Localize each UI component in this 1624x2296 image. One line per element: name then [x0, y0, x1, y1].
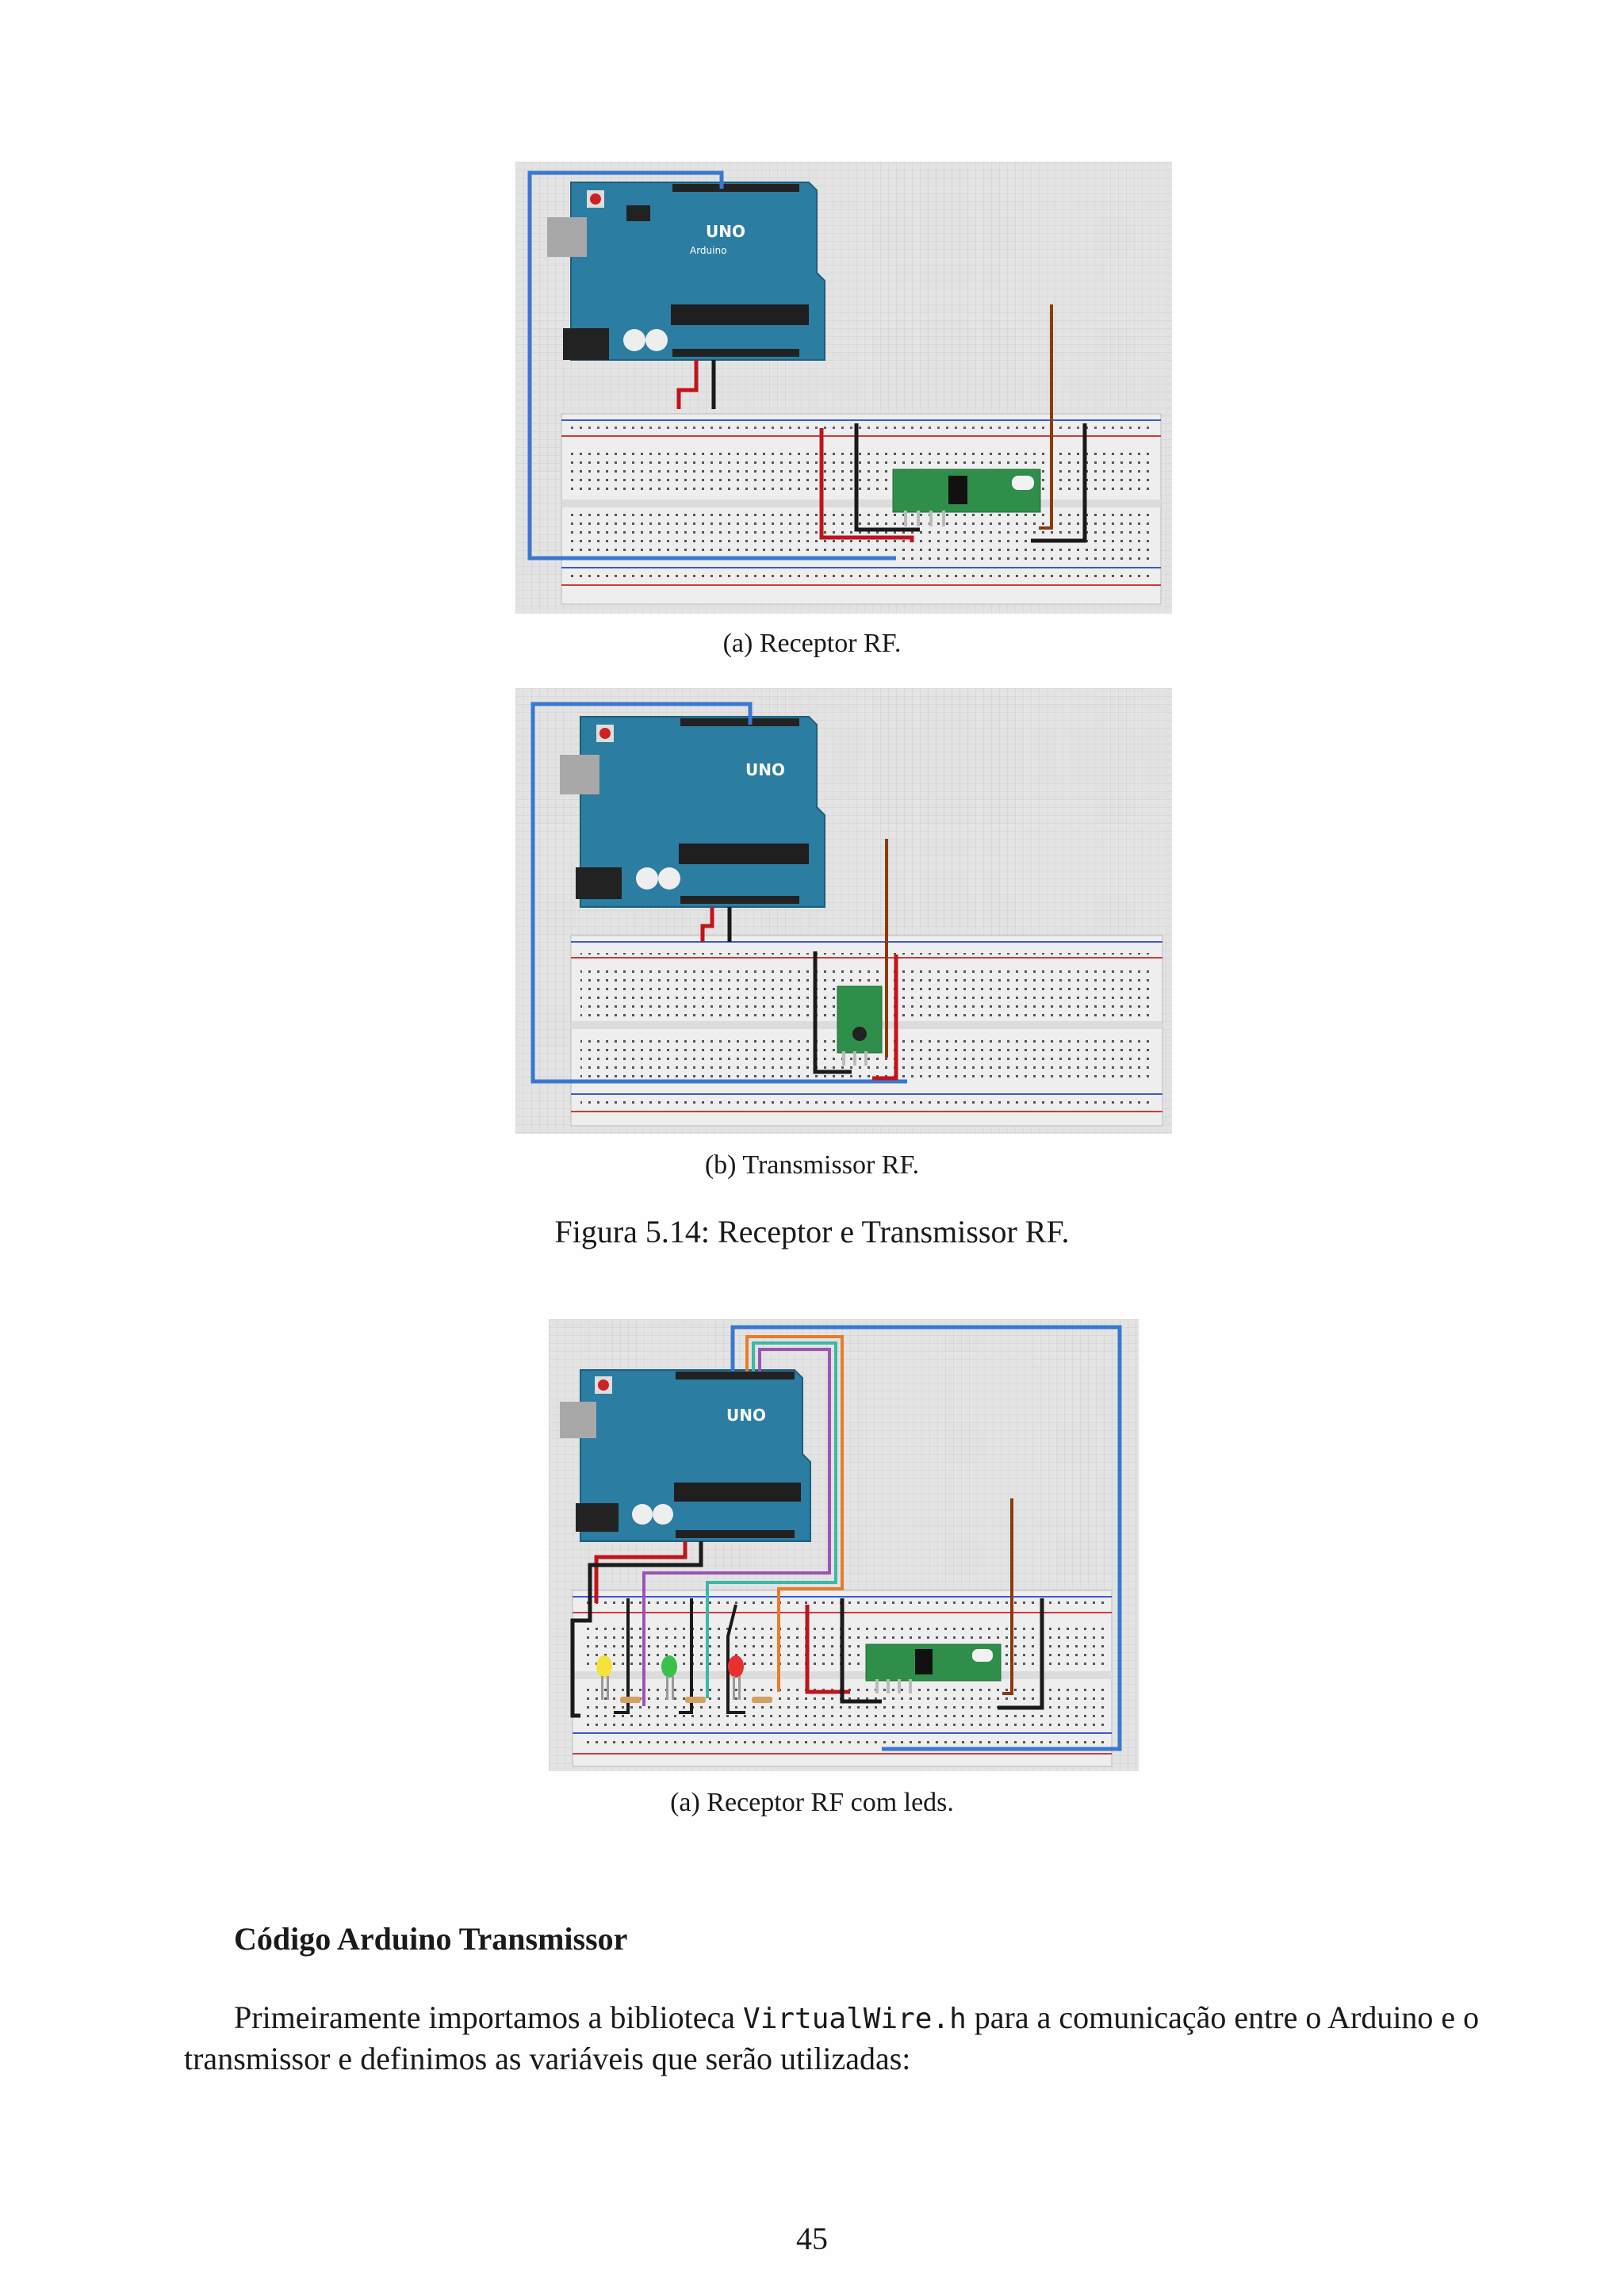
rf-transmitter-module — [837, 985, 883, 1066]
black-wire-2 — [854, 423, 920, 532]
orange-wire — [745, 1335, 844, 1692]
figure-receptor-rf-leds: UNO — [549, 1319, 1139, 1771]
svg-text:UNO: UNO — [726, 1406, 766, 1425]
receptor-leds-breadboard-diagram: UNO — [549, 1319, 1139, 1771]
arduino-uno-board: UNO — [560, 1369, 811, 1542]
body-paragraph: Primeiramente importamos a biblioteca Vi… — [184, 1998, 1500, 2079]
section-heading: Código Arduino Transmissor — [234, 1921, 628, 1957]
black-wire-3 — [998, 1598, 1044, 1710]
red-wire-2 — [819, 428, 914, 542]
black-wire — [570, 1541, 703, 1718]
black-wire-2 — [813, 951, 852, 1074]
red-wire — [594, 1541, 688, 1603]
red-wire-2 — [872, 955, 898, 1081]
svg-text:UNO: UNO — [706, 222, 745, 241]
black-wire-3 — [1031, 423, 1087, 543]
red-wire — [676, 360, 699, 409]
led-yellow — [596, 1655, 641, 1703]
receptor-breadboard-diagram: UNO Arduino — [515, 162, 1172, 614]
arduino-uno-board: UNO — [560, 716, 825, 908]
black-wire-led-3 — [726, 1604, 745, 1714]
subcaption-c: (a) Receptor RF com leds. — [670, 1788, 954, 1817]
purple-wire — [642, 1348, 831, 1706]
black-wire-led-1 — [614, 1598, 630, 1714]
black-wire-2 — [840, 1598, 882, 1704]
rf-receiver-module — [892, 469, 1041, 526]
figure-caption: Figura 5.14: Receptor e Transmissor RF. — [554, 1214, 1070, 1249]
rf-receiver-module — [865, 1644, 1002, 1693]
arduino-uno-board: UNO Arduino — [547, 182, 825, 361]
subcaption-a: (a) Receptor RF. — [722, 629, 902, 658]
red-wire-2 — [805, 1605, 850, 1694]
figure-transmissor-rf: UNO — [515, 688, 1172, 1134]
figure-receptor-rf: UNO Arduino — [515, 162, 1172, 614]
blue-wire — [730, 1325, 1122, 1751]
para-text-1: Primeiramente importamos a biblioteca — [234, 1999, 744, 2035]
antenna-wire — [1039, 304, 1053, 530]
svg-text:Arduino: Arduino — [690, 245, 726, 256]
teal-wire — [706, 1341, 837, 1698]
blue-wire — [530, 702, 907, 1084]
led-green — [661, 1655, 706, 1703]
black-wire-led-2 — [679, 1598, 693, 1714]
subcaption-b: (b) Transmissor RF. — [704, 1150, 920, 1180]
antenna-wire — [1002, 1498, 1013, 1695]
blue-wire — [527, 170, 896, 561]
svg-text:UNO: UNO — [745, 760, 785, 779]
breadboard — [561, 413, 1162, 605]
transmissor-breadboard-diagram: UNO — [515, 688, 1172, 1134]
para-text-2: para a comunicação entre o Arduino e o t… — [184, 1999, 1480, 2076]
page-number: 45 — [796, 2221, 828, 2256]
red-wire — [700, 907, 714, 942]
led-red — [728, 1655, 772, 1703]
inline-code: VirtualWire.h — [743, 2003, 967, 2035]
